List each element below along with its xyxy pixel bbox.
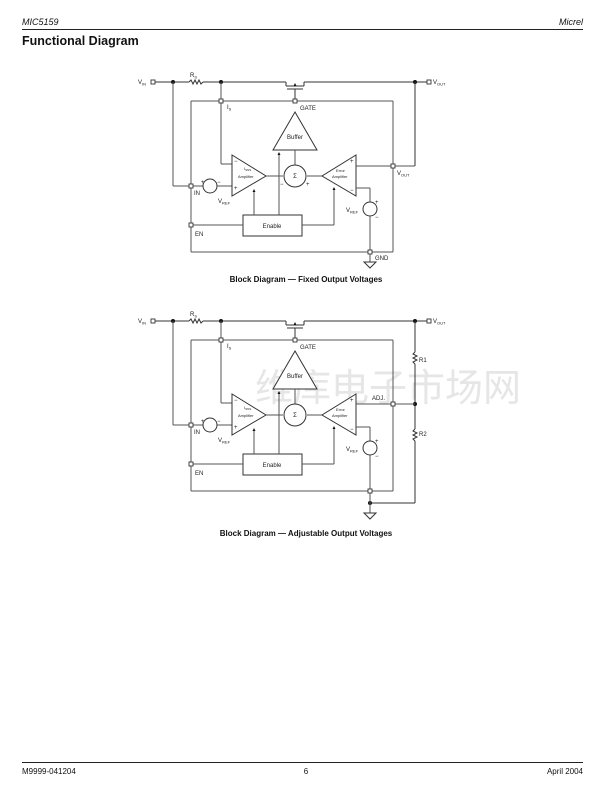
minus-sign: − bbox=[280, 182, 284, 188]
sense-resistor-symbol bbox=[188, 78, 204, 86]
vref-source-left bbox=[202, 178, 218, 194]
header-part-number: MIC5159 bbox=[22, 17, 59, 27]
in-label: IN bbox=[194, 430, 200, 436]
enable-label: Enable bbox=[263, 224, 282, 230]
is-pin bbox=[218, 98, 224, 104]
r2-resistor-symbol bbox=[411, 428, 419, 442]
sigma-label: Σ bbox=[293, 413, 297, 419]
footer-date: April 2004 bbox=[546, 767, 583, 776]
summing-junction bbox=[283, 403, 307, 427]
en-label: EN bbox=[195, 471, 203, 477]
isns-amp-label-2: Amplifier bbox=[238, 174, 254, 179]
minus-sign: − bbox=[217, 419, 221, 425]
vout-node-label: VOUT bbox=[397, 171, 410, 178]
sense-resistor-symbol bbox=[188, 317, 204, 325]
caption-fixed: Block Diagram — Fixed Output Voltages bbox=[229, 275, 383, 284]
adj-pin bbox=[390, 401, 396, 407]
isns-amplifier-block bbox=[231, 154, 267, 197]
footer-page-number: 6 bbox=[303, 767, 309, 776]
minus-sign: − bbox=[234, 398, 238, 404]
error-amp-label-2: Amplifier bbox=[332, 174, 348, 179]
mosfet-icon bbox=[285, 82, 305, 101]
block-diagram-adjustable: 维库电子市场网 VIN RS VOUT R1 R2 IS GATE Buffer… bbox=[138, 312, 521, 520]
ground-icon bbox=[362, 512, 378, 520]
plus-sign: + bbox=[234, 186, 238, 192]
gate-label: GATE bbox=[300, 345, 316, 351]
in-label: IN bbox=[194, 191, 200, 197]
header-company: Micrel bbox=[559, 17, 583, 27]
is-label: IS bbox=[227, 344, 232, 351]
vout-label: VOUT bbox=[433, 80, 446, 87]
vref-source-left bbox=[202, 417, 218, 433]
vin-pin bbox=[150, 79, 156, 85]
error-amp-label-1: Error bbox=[336, 407, 346, 412]
isns-amplifier-block bbox=[231, 393, 267, 436]
gnd-label: GND bbox=[375, 256, 389, 262]
vout-label: VOUT bbox=[433, 319, 446, 326]
block-diagram-fixed: VIN RS VOUT IS GATE Buffer IN + − VREF −… bbox=[138, 73, 446, 269]
ground-icon bbox=[362, 261, 378, 269]
vout-pin bbox=[426, 318, 432, 324]
minus-sign: − bbox=[375, 454, 379, 460]
r1-resistor-symbol bbox=[411, 351, 419, 365]
in-pin bbox=[188, 422, 194, 428]
en-label: EN bbox=[195, 232, 203, 238]
footer-doc-number: M9999-041204 bbox=[22, 767, 76, 776]
in-pin bbox=[188, 183, 194, 189]
is-pin bbox=[218, 337, 224, 343]
gate-pin bbox=[292, 337, 298, 343]
vin-label: VIN bbox=[138, 80, 146, 87]
vref-left-label: VREF bbox=[218, 199, 231, 206]
plus-sign: + bbox=[234, 425, 238, 431]
isns-amp-label-1: ISNS bbox=[244, 166, 251, 172]
plus-sign: + bbox=[375, 439, 379, 445]
enable-label: Enable bbox=[263, 463, 282, 469]
gate-pin bbox=[292, 98, 298, 104]
summing-junction bbox=[283, 164, 307, 188]
minus-sign: − bbox=[350, 188, 354, 194]
mosfet-icon bbox=[285, 321, 305, 340]
isns-amp-label-2: Amplifier bbox=[238, 413, 254, 418]
minus-sign: − bbox=[375, 215, 379, 221]
en-pin bbox=[188, 222, 194, 228]
plus-sign: + bbox=[201, 419, 205, 425]
gate-label: GATE bbox=[300, 106, 316, 112]
adj-label: ADJ. bbox=[372, 396, 385, 402]
error-amplifier-block bbox=[321, 393, 357, 436]
isns-amp-label-1: ISNS bbox=[244, 405, 251, 411]
vref-left-label: VREF bbox=[218, 438, 231, 445]
vout-sense-pin bbox=[390, 163, 396, 169]
is-label: IS bbox=[227, 105, 232, 112]
plus-sign: + bbox=[350, 159, 354, 165]
minus-sign: − bbox=[217, 180, 221, 186]
error-amplifier-block bbox=[321, 154, 357, 197]
footer-rule bbox=[22, 762, 583, 763]
buffer-label: Buffer bbox=[287, 374, 303, 380]
buffer-label: Buffer bbox=[287, 135, 303, 141]
plus-sign: + bbox=[306, 182, 310, 188]
error-amp-label-2: Amplifier bbox=[332, 413, 348, 418]
rs-label: RS bbox=[190, 312, 197, 319]
gnd-node bbox=[367, 488, 373, 494]
minus-sign: − bbox=[234, 159, 238, 165]
vref-right-label: VREF bbox=[346, 208, 359, 215]
vin-label: VIN bbox=[138, 319, 146, 326]
section-title: Functional Diagram bbox=[22, 34, 139, 48]
en-pin bbox=[188, 461, 194, 467]
plus-sign: + bbox=[201, 180, 205, 186]
rs-label: RS bbox=[190, 73, 197, 80]
vin-pin bbox=[150, 318, 156, 324]
sigma-label: Σ bbox=[293, 174, 297, 180]
caption-adjustable: Block Diagram — Adjustable Output Voltag… bbox=[219, 529, 393, 538]
plus-sign: + bbox=[375, 200, 379, 206]
r2-label: R2 bbox=[419, 432, 427, 438]
vref-right-label: VREF bbox=[346, 447, 359, 454]
r1-label: R1 bbox=[419, 358, 427, 364]
buffer-block bbox=[272, 111, 318, 151]
vout-pin bbox=[426, 79, 432, 85]
plus-sign: + bbox=[350, 398, 354, 404]
header-rule bbox=[22, 29, 583, 30]
minus-sign: − bbox=[350, 427, 354, 433]
error-amp-label-1: Error bbox=[336, 168, 346, 173]
